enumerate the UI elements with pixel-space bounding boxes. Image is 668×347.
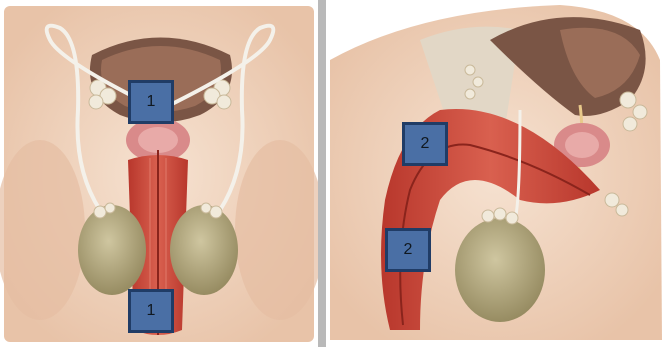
panel-divider [318, 0, 326, 347]
label-box-side-upper: 2 [402, 122, 448, 166]
label-box-front-upper: 1 [128, 80, 174, 124]
testis-left [78, 205, 146, 295]
testis-right [170, 205, 238, 295]
side-view-panel [326, 0, 668, 347]
label-box-front-lower: 1 [128, 289, 174, 333]
label-box-side-lower: 2 [385, 228, 431, 272]
testis-side [455, 218, 545, 322]
